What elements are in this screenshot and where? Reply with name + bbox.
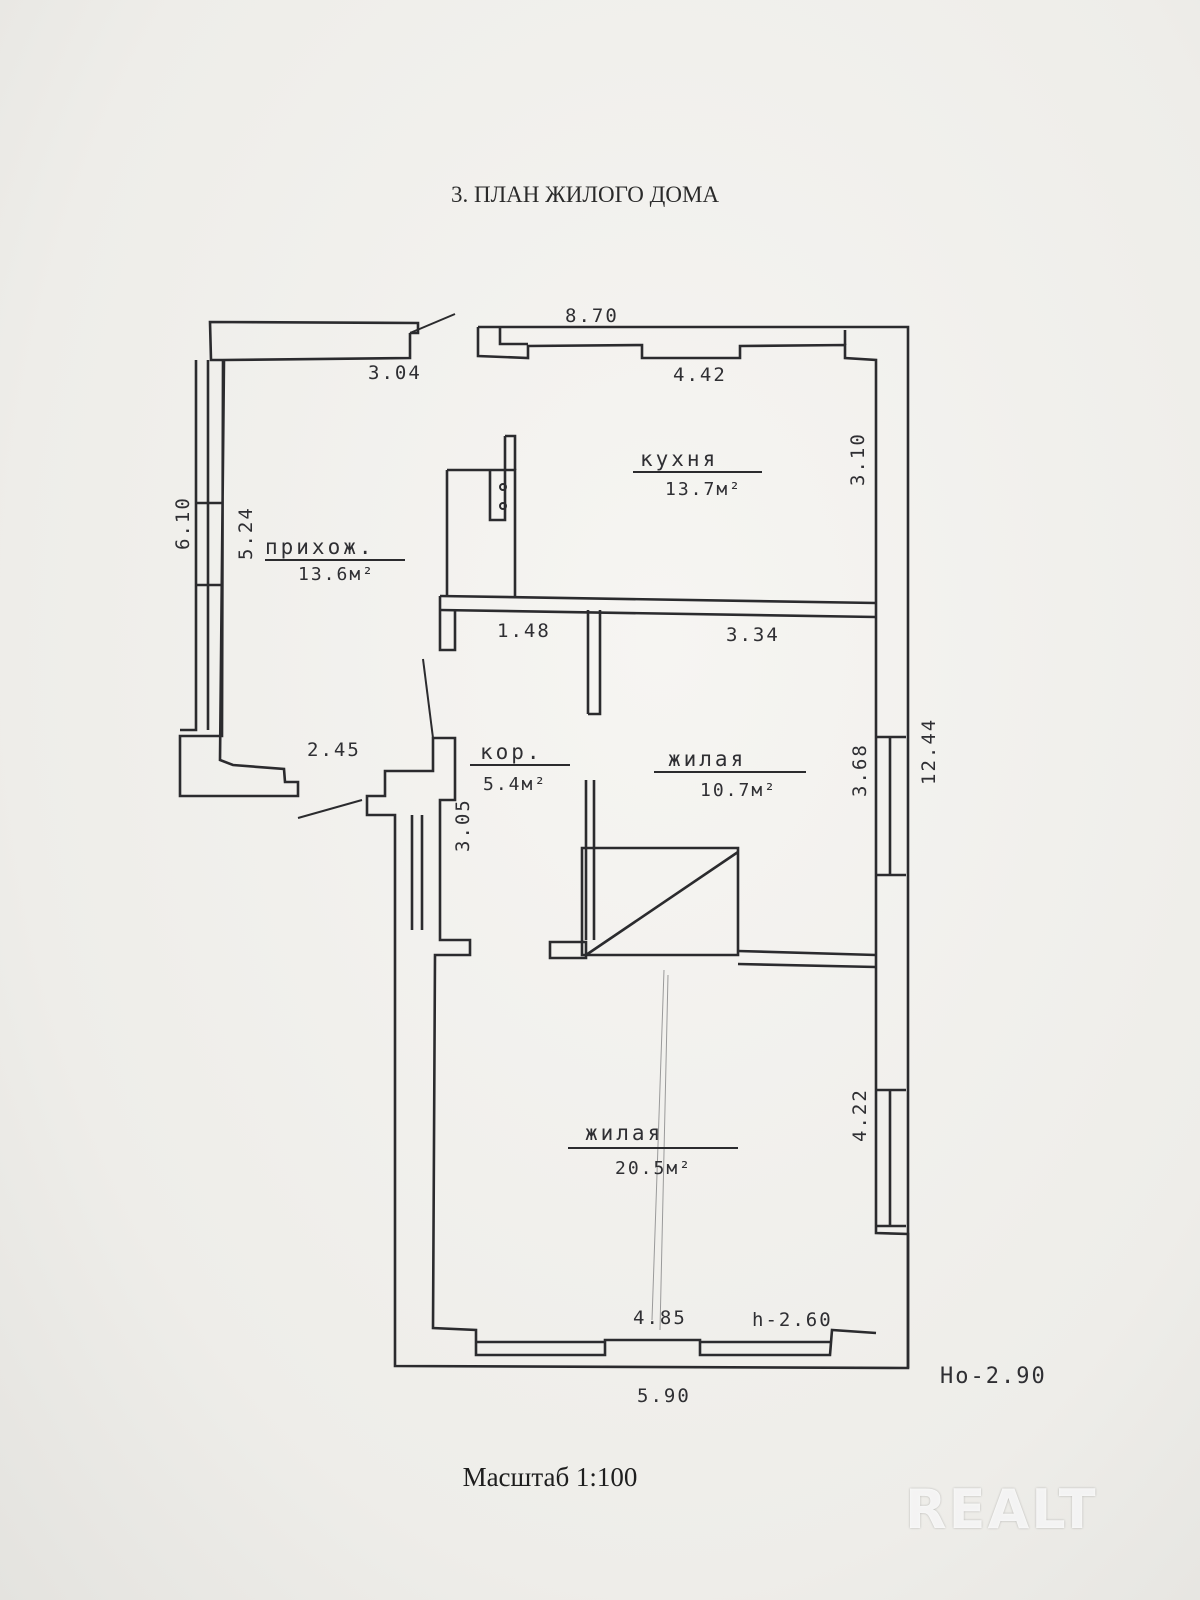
dim-living2-right: 4.22 [849, 1088, 871, 1142]
living-rooms-wall [737, 949, 877, 969]
hall-name: прихож. [265, 535, 375, 559]
staircase-box [580, 846, 740, 957]
dim-hall-top: 3.04 [368, 362, 422, 384]
pencil-marks [651, 969, 669, 1331]
house-outer-wall-right [478, 325, 910, 1368]
dim-kitchen-right: 3.10 [847, 432, 869, 486]
interior-walls [438, 434, 877, 969]
scale-label: Масштаб 1:100 [462, 1462, 638, 1492]
staircase-diagonal [585, 850, 739, 957]
corridor-area: 5.4м² [483, 774, 547, 795]
kitchen-living-wall [439, 594, 877, 619]
dimension-labels: 8.70 3.04 4.42 3.10 6.10 5.24 1.48 3.34 … [172, 305, 1047, 1407]
entrance-door-swing [409, 313, 456, 334]
corridor-door-swing [422, 658, 434, 739]
hall-outer-wall [178, 320, 420, 798]
doors [297, 313, 456, 819]
dim-wall-span: 3.34 [726, 624, 780, 646]
house-outer-wall [365, 327, 910, 1370]
living2-name: жилая [585, 1121, 663, 1145]
dim-living2-bottom: 4.85 [633, 1307, 687, 1329]
hall-area: 13.6м² [298, 564, 375, 585]
dim-overall-right: 12.44 [918, 718, 940, 785]
wall-stub-stairs [548, 940, 588, 960]
dim-left-outer: 6.10 [172, 496, 194, 550]
dim-kitchen-top: 4.42 [673, 364, 727, 386]
partition-post [586, 610, 602, 716]
plan-title: 3. ПЛАН ЖИЛОГО ДОМА [450, 182, 720, 207]
dim-bottom-outer: 5.90 [637, 1385, 691, 1407]
room-labels: кухня 13.7м² прихож. 13.6м² кор. 5.4м² ж… [265, 447, 806, 1179]
corridor-name: кор. [480, 740, 543, 764]
corridor-window-lines [410, 815, 424, 930]
stove-outline [488, 434, 517, 522]
hall-left-wall-outer [180, 360, 198, 732]
dim-corridor-height: 3.05 [452, 798, 474, 852]
corridor-partition [584, 780, 596, 940]
hall-door-swing [297, 799, 363, 819]
stove-burner-icon [499, 483, 507, 491]
window-top-left [498, 327, 528, 346]
kitchen-area: 13.7м² [665, 479, 742, 500]
dim-living1-right: 3.68 [849, 743, 871, 797]
living1-area: 10.7м² [700, 780, 777, 801]
kitchen-name: кухня [640, 447, 718, 471]
left-window-lines [196, 360, 222, 730]
wall-stub-left [438, 596, 457, 652]
stove-burner-icon [499, 502, 507, 510]
dim-hall-left: 5.24 [235, 506, 257, 560]
dim-hall-bottom: 2.45 [307, 739, 361, 761]
outer-walls [178, 320, 910, 1370]
dim-outer-height: Hо-2.90 [940, 1364, 1047, 1389]
living1-name: жилая [668, 747, 746, 771]
dim-wall-gap: 1.48 [497, 620, 551, 642]
realt-watermark-logo: REALT [905, 1478, 1098, 1541]
living2-area: 20.5м² [615, 1158, 692, 1179]
dim-ceiling-height: h-2.60 [752, 1309, 833, 1331]
dim-top-total: 8.70 [565, 305, 619, 327]
